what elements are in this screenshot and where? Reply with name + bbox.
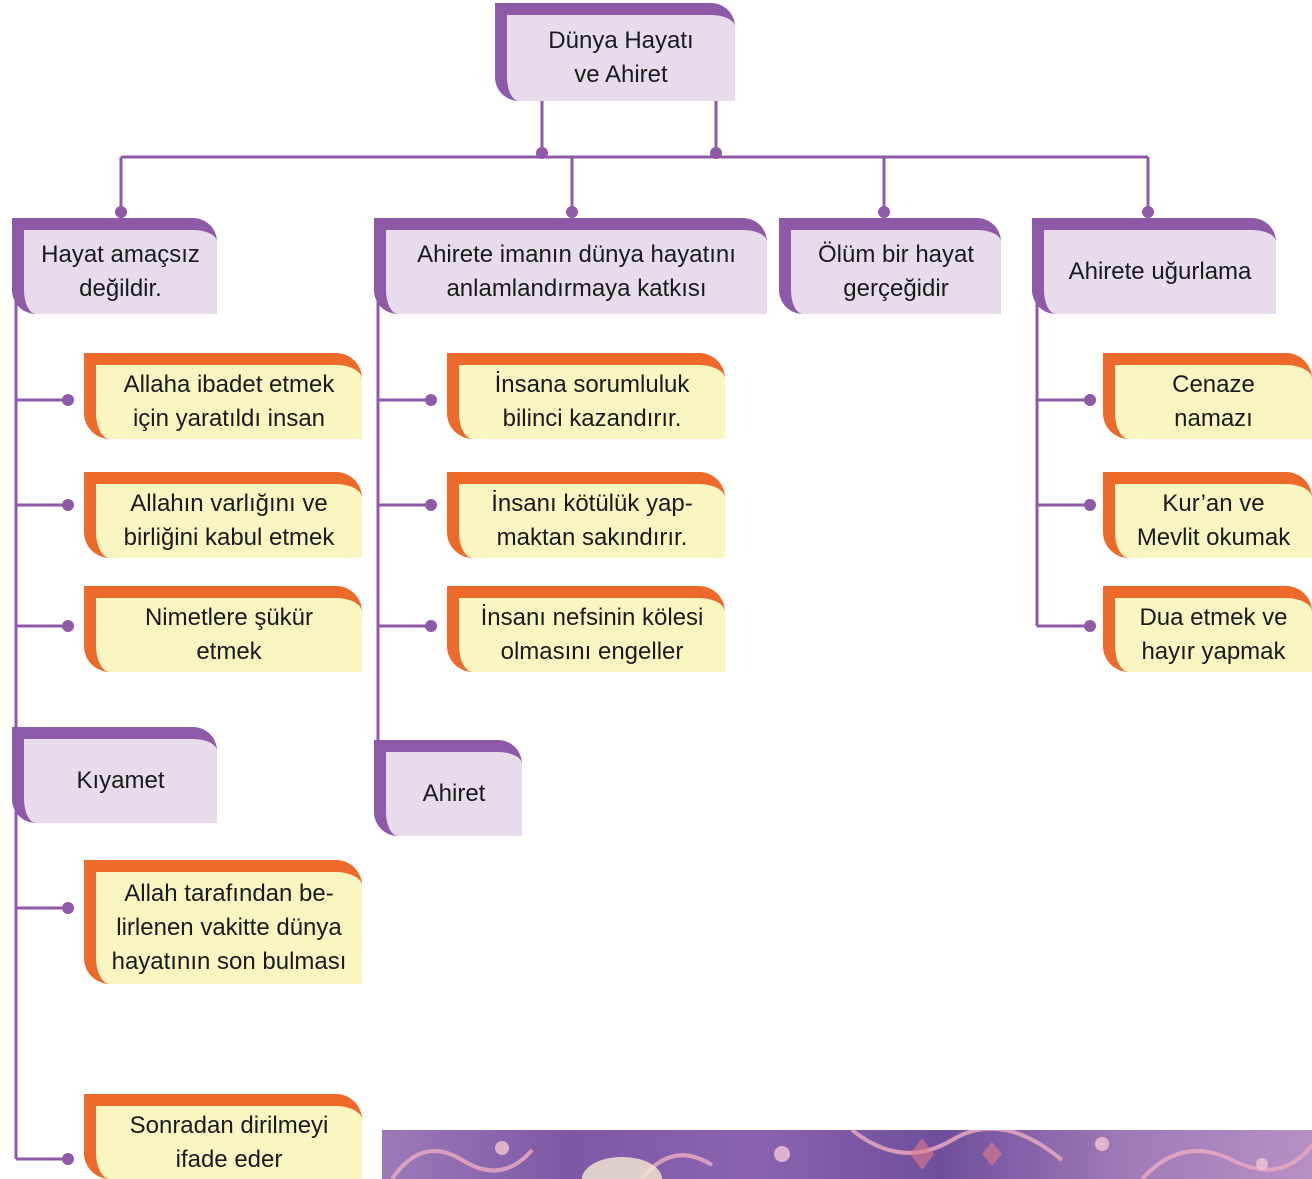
connector-dot [115,206,127,218]
ugurlama-item-label: Kur’an ve Mevlit okumak [1136,490,1291,551]
branch-hayat-label: Hayat amaçsız değildir. [41,241,200,302]
iman-item: İnsanı nefsinin kölesi olmasını engeller [447,586,725,672]
kiyamet-item-label: Sonradan dirilmeyi ifade eder [129,1111,329,1173]
hayat-item-label: Allaha ibadet etmek için yaratıldı insan [123,371,335,432]
pattern-icon [390,1130,1312,1179]
connector-dot [566,206,578,218]
root-node: Dünya Hayatı ve Ahiret [495,3,735,101]
ugurlama-item: Dua etmek ve hayır yapmak [1103,586,1312,672]
ugurlama-item-label: Cenaze namazı [1172,371,1255,432]
connector-dot [1084,499,1096,511]
hayat-item-label: Allahın varlığını ve birliğini kabul etm… [123,490,335,551]
iman-item-label: İnsanı kötülük yap- maktan sakındırır. [491,490,693,551]
connector-dot [62,394,74,406]
hayat-item-label: Nimetlere şükür etmek [144,604,314,665]
branch-ahiret: Ahiret [374,740,522,836]
iman-item: İnsana sorumluluk bilinci kazandırır. [447,353,725,439]
connector-dot [62,499,74,511]
ugurlama-item: Cenaze namazı [1103,353,1312,439]
ugurlama-item-label: Dua etmek ve hayır yapmak [1139,604,1288,665]
branch-ahiret-label: Ahiret [422,780,486,807]
iman-item-label: İnsanı nefsinin kölesi olmasını engeller [480,604,704,665]
iman-item-label: İnsana sorumluluk bilinci kazandırır. [494,371,690,432]
branch-olum: Ölüm bir hayat gerçeğidir [779,218,1001,314]
connector-dot [62,1153,74,1165]
kiyamet-item-label: Allah tarafından be- lirlenen vakitte dü… [111,880,347,975]
kiyamet-item: Allah tarafından be- lirlenen vakitte dü… [84,860,362,984]
branch-ugurlama: Ahirete uğurlama [1032,218,1276,314]
iman-item: İnsanı kötülük yap- maktan sakındırır. [447,472,725,558]
connector-dot [425,499,437,511]
root-label: Dünya Hayatı ve Ahiret [548,27,694,88]
hayat-item: Allaha ibadet etmek için yaratıldı insan [84,353,362,439]
connector-dot [62,902,74,914]
branch-iman: Ahirete imanın dünya hayatını anlamlandı… [374,218,767,314]
connector-dot [710,147,722,159]
ugurlama-item: Kur’an ve Mevlit okumak [1103,472,1312,558]
connector-dot [425,620,437,632]
connector-dot [1084,394,1096,406]
branch-kiyamet-label: Kıyamet [76,767,165,794]
decorative-pattern-image [382,1130,1312,1179]
connector-dot [1084,620,1096,632]
connector-dot [536,147,548,159]
connector-dot [1142,206,1154,218]
connector-dot [425,394,437,406]
branch-iman-label: Ahirete imanın dünya hayatını anlamlandı… [417,241,736,302]
branch-hayat: Hayat amaçsız değildir. [12,218,217,314]
branch-kiyamet: Kıyamet [12,727,217,823]
connector-dot [62,620,74,632]
branch-ugurlama-label: Ahirete uğurlama [1068,258,1252,285]
hayat-item: Nimetlere şükür etmek [84,586,362,672]
hayat-item: Allahın varlığını ve birliğini kabul etm… [84,472,362,558]
kiyamet-item: Sonradan dirilmeyi ifade eder [84,1094,362,1179]
connector-dot [878,206,890,218]
branch-olum-label: Ölüm bir hayat gerçeğidir [817,241,975,302]
